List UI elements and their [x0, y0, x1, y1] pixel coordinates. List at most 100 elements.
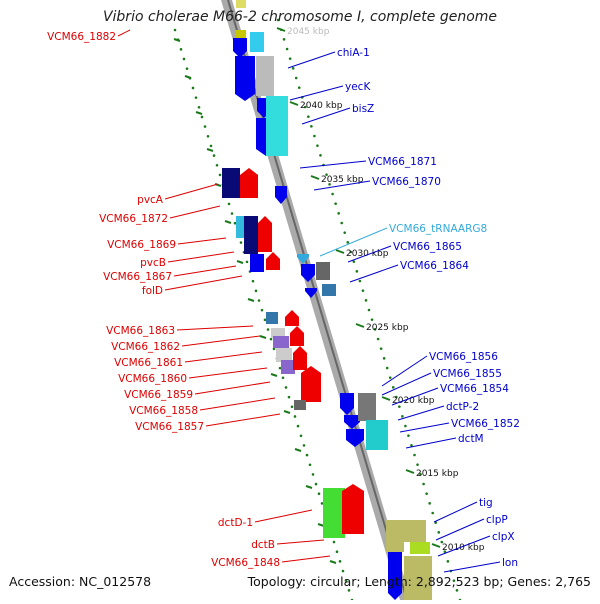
outer-dot — [385, 366, 389, 370]
gene-label-left: VCM66_1872 — [99, 213, 168, 225]
outer-dot — [452, 579, 456, 582]
outer-dot — [285, 47, 289, 51]
inner-dot — [185, 67, 189, 70]
label-leader — [177, 237, 227, 245]
scale-label: 2010 kbp — [442, 543, 485, 553]
gene-feature — [244, 216, 258, 236]
gene-feature — [250, 254, 264, 272]
scale-tick — [335, 249, 345, 254]
inner-dot — [284, 386, 288, 389]
inner-dot — [200, 115, 204, 119]
gene-label-left: VCM66_1857 — [135, 421, 204, 433]
inner-dot — [305, 453, 309, 457]
inner-dot — [254, 289, 258, 293]
gene-label-right: tig — [479, 497, 493, 509]
outer-dot — [437, 531, 441, 534]
inner-tick — [283, 410, 291, 414]
outer-dot — [413, 453, 416, 457]
outer-dot — [297, 86, 301, 89]
gene-feature — [293, 346, 307, 370]
gene-label-left: dctB — [251, 539, 275, 551]
gene-label-left: folD — [142, 285, 163, 297]
gene-label-left: VCM66_1863 — [106, 325, 175, 337]
gene-label-right: VCM66_1870 — [372, 176, 441, 188]
gene-feature — [266, 252, 280, 270]
inner-dot — [335, 550, 339, 553]
outer-dot — [282, 38, 286, 41]
gene-feature — [235, 56, 255, 101]
outer-dot — [382, 357, 386, 360]
gene-label-right: VCM66_1871 — [368, 156, 437, 168]
label-leader — [276, 539, 325, 545]
gene-feature — [222, 168, 240, 198]
gene-feature — [266, 96, 288, 156]
gene-label-right: VCM66_1855 — [433, 368, 502, 380]
inner-dot — [191, 86, 195, 90]
inner-dot — [302, 444, 306, 447]
inner-tick — [259, 335, 267, 339]
inner-dot — [320, 502, 324, 505]
gene-label-left: VCM66_1848 — [211, 557, 280, 569]
inner-dot — [287, 395, 291, 399]
inner-dot — [266, 328, 270, 331]
gene-label-left: VCM66_1859 — [124, 389, 193, 401]
gene-feature — [305, 288, 317, 298]
label-leader — [381, 372, 432, 396]
outer-dot — [422, 482, 425, 486]
gene-label-right: VCM66_1865 — [393, 241, 462, 253]
outer-dot — [446, 560, 450, 563]
gene-label-right: dctP-2 — [446, 401, 479, 413]
outer-dot — [388, 376, 392, 379]
gene-feature — [258, 216, 272, 252]
gene-label-right: clpX — [492, 531, 515, 543]
scale-tick — [381, 396, 391, 401]
gene-label-left: dctD-1 — [218, 517, 253, 529]
inner-dot — [314, 482, 318, 486]
gene-label-right: VCM66_1856 — [429, 351, 498, 363]
gene-feature — [281, 360, 295, 374]
label-leader — [169, 205, 221, 219]
scale-tick — [355, 323, 365, 328]
outer-dot — [304, 105, 307, 109]
gene-label-left: VCM66_1862 — [111, 341, 180, 353]
inner-tick — [305, 485, 313, 489]
inner-dot — [194, 96, 198, 99]
outer-dot — [361, 289, 365, 292]
inner-dot — [212, 154, 216, 157]
gene-feature — [410, 542, 430, 554]
inner-dot — [341, 569, 345, 573]
label-leader — [299, 160, 367, 169]
gene-feature — [240, 168, 258, 198]
inner-dot — [230, 212, 234, 215]
gene-feature — [316, 262, 330, 280]
inner-dot — [203, 125, 207, 128]
outer-dot — [331, 192, 334, 196]
inner-tick — [329, 560, 337, 564]
label-leader — [405, 437, 457, 449]
label-leader — [347, 245, 392, 263]
inner-dot — [263, 318, 267, 322]
gene-feature — [266, 312, 278, 324]
label-leader — [254, 509, 313, 523]
gene-label-right: yecK — [345, 81, 371, 93]
label-leader — [176, 325, 254, 331]
gene-label-right: VCM66_1854 — [440, 383, 509, 395]
inner-dot — [209, 144, 213, 148]
gene-feature — [366, 420, 388, 450]
inner-tick — [184, 75, 192, 79]
inner-dot — [317, 492, 321, 496]
outer-dot — [291, 67, 295, 70]
label-leader — [164, 183, 219, 200]
inner-dot — [332, 540, 336, 544]
gene-label-right: bisZ — [352, 103, 374, 115]
gene-feature — [322, 284, 336, 296]
label-leader — [167, 251, 235, 263]
gene-labels: chiA-1yecKbisZVCM66_1871VCM66_1870VCM66_… — [47, 31, 520, 569]
inner-dot — [245, 260, 249, 264]
gene-label-right: VCM66_1852 — [451, 418, 520, 430]
gene-feature — [402, 520, 426, 542]
gene-label-right: VCM66_tRNAARG8 — [389, 223, 487, 235]
scale-label: 2035 kbp — [321, 175, 364, 185]
gene-feature — [297, 254, 309, 264]
